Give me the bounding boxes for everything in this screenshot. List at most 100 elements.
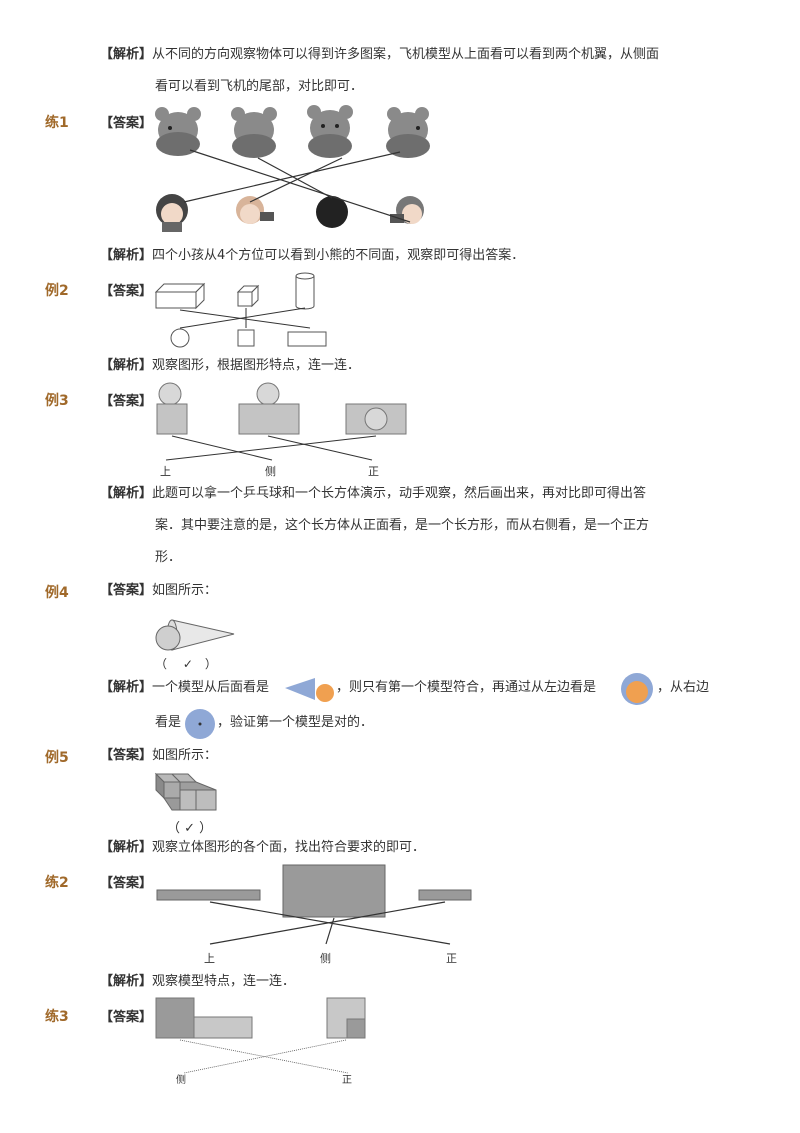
ball-shape (158, 382, 182, 406)
intro-analysis: 【解析】从不同的方向观察物体可以得到许多图案，飞机模型从上面看可以看到两个机翼，… (100, 46, 659, 64)
box-view-1 (156, 403, 188, 435)
analysis-tag: 【解析】 (100, 974, 153, 989)
ball-box-views-figure: 上 侧 正 (156, 382, 407, 478)
li5-check-mark: （ ✓ ） (167, 821, 213, 836)
back-view-icon (285, 678, 334, 702)
analysis-tag: 【解析】 (100, 486, 153, 501)
answer-tag: 【答案】 (100, 876, 153, 891)
step-block-views-figure: 侧 正 (155, 997, 366, 1086)
cone-ball-model-figure (155, 619, 235, 651)
li2-analysis: 【解析】观察图形，根据图形特点，连一连． (100, 357, 360, 375)
analysis-tag: 【解析】 (100, 680, 153, 695)
view-label-side: 侧 (265, 465, 276, 478)
li4-answer: 【答案】如图所示： (100, 582, 217, 600)
match-line (179, 1039, 349, 1074)
li4-analysis-part-d: 看是 (155, 715, 182, 730)
li3-analysis: 【解析】此题可以拿一个乒乓球和一个长方体演示，动手观察，然后画出来，再对比即可得… (100, 485, 646, 503)
li4-check-mark: （ ✓ ） (155, 657, 217, 671)
answer-tag: 【答案】 (100, 748, 153, 763)
bear-icon-2 (231, 107, 277, 158)
right-view-icon (185, 709, 215, 739)
cylinder-body (296, 276, 314, 306)
child-camera-icon-2 (236, 196, 274, 224)
analysis-tag: 【解析】 (100, 47, 153, 62)
answer-tag: 【答案】 (100, 116, 153, 131)
section-label-lian2: 练2 (45, 875, 69, 891)
analysis-text: 一个模型从后面看是 (152, 680, 270, 695)
li3-analysis-line-3: 形． (155, 550, 182, 565)
left-view-icon (621, 673, 653, 705)
li3-analysis-line-2: 案．其中要注意的是，这个长方体从正面看，是一个长方形，而从右侧看，是一个正方 (155, 518, 650, 533)
match-line (183, 151, 401, 203)
plates-views-figure: 上 侧 正 (156, 864, 472, 965)
answer-tag: 【答案】 (100, 583, 153, 598)
ball-shape (256, 382, 280, 406)
analysis-tag: 【解析】 (100, 840, 153, 855)
cuboid-front (155, 291, 197, 309)
match-line (183, 1039, 347, 1074)
section-label-li4: 例4 (45, 585, 69, 601)
intro-line-1: 从不同的方向观察物体可以得到许多图案，飞机模型从上面看可以看到两个机翼，从侧面 (152, 47, 660, 62)
child-back-icon-3 (316, 196, 348, 228)
li4-analysis-part-c: ，从右边 (657, 680, 710, 695)
solids-views-figure (154, 272, 327, 348)
lian2-analysis: 【解析】观察模型特点，连一连． (100, 973, 295, 991)
view-label-side: 侧 (176, 1073, 186, 1086)
bear-icon-3 (307, 105, 353, 158)
cube-block (163, 781, 181, 799)
bear-icon-4 (386, 107, 430, 158)
analysis-text: 观察模型特点，连一连． (152, 974, 296, 989)
box-view-2 (238, 403, 300, 435)
match-line (179, 307, 306, 329)
small-plate-view (418, 889, 472, 901)
cube-block (195, 789, 217, 811)
bears-children-figure (155, 105, 430, 232)
match-line (267, 435, 373, 461)
cube-stack-figure (154, 772, 217, 811)
child-camera-icon-4 (390, 196, 424, 224)
match-line (171, 435, 273, 461)
section-label-lian1: 练1 (45, 115, 69, 131)
view-label-front: 正 (446, 952, 457, 965)
analysis-text: 观察立体图形的各个面，找出符合要求的即可． (152, 840, 426, 855)
bear-icon-1 (155, 107, 201, 156)
intro-line-2: 看可以看到飞机的尾部，对比即可． (155, 79, 364, 94)
answer-tag: 【答案】 (100, 394, 153, 409)
view-label-front: 正 (342, 1075, 352, 1086)
section-label-li5: 例5 (45, 750, 69, 766)
match-line (209, 901, 446, 945)
match-line (189, 149, 411, 223)
tall-block-view (155, 997, 195, 1039)
match-line (165, 435, 377, 461)
thin-plate-view (156, 889, 261, 901)
square-view (237, 329, 255, 347)
section-label-li2: 例2 (45, 283, 69, 299)
rectangle-view (287, 331, 327, 347)
cube-side (251, 284, 259, 308)
analysis-tag: 【解析】 (100, 248, 153, 263)
li4-analysis: 【解析】一个模型从后面看是 (100, 679, 269, 697)
answer-text: 如图所示： (152, 748, 218, 763)
ball-shape (364, 407, 388, 431)
view-label-top: 上 (160, 465, 171, 478)
view-label-side: 侧 (320, 952, 331, 965)
match-line (179, 309, 311, 329)
answer-text: 如图所示： (152, 583, 218, 598)
cylinder-top (295, 272, 315, 280)
large-square-view (282, 864, 386, 918)
view-label-top: 上 (204, 952, 215, 965)
li5-answer: 【答案】如图所示： (100, 747, 217, 765)
li5-analysis: 【解析】观察立体图形的各个面，找出符合要求的即可． (100, 839, 425, 857)
answer-tag: 【答案】 (100, 284, 153, 299)
analysis-text: 此题可以拿一个乒乓球和一个长方体演示，动手观察，然后画出来，再对比即可得出答 (152, 486, 647, 501)
section-label-li3: 例3 (45, 393, 69, 409)
cuboid-side (195, 282, 205, 310)
cone-shape (171, 619, 235, 651)
square-view-inner (346, 1018, 366, 1039)
li4-analysis-part-b: ，则只有第一个模型符合，再通过从左边看是 (336, 680, 597, 695)
lian1-analysis: 【解析】四个小孩从4个方位可以看到小熊的不同面，观察即可得出答案． (100, 247, 524, 265)
cube-block (179, 789, 197, 811)
analysis-tag: 【解析】 (100, 358, 153, 373)
view-label-front: 正 (368, 465, 379, 478)
match-line (249, 157, 343, 203)
